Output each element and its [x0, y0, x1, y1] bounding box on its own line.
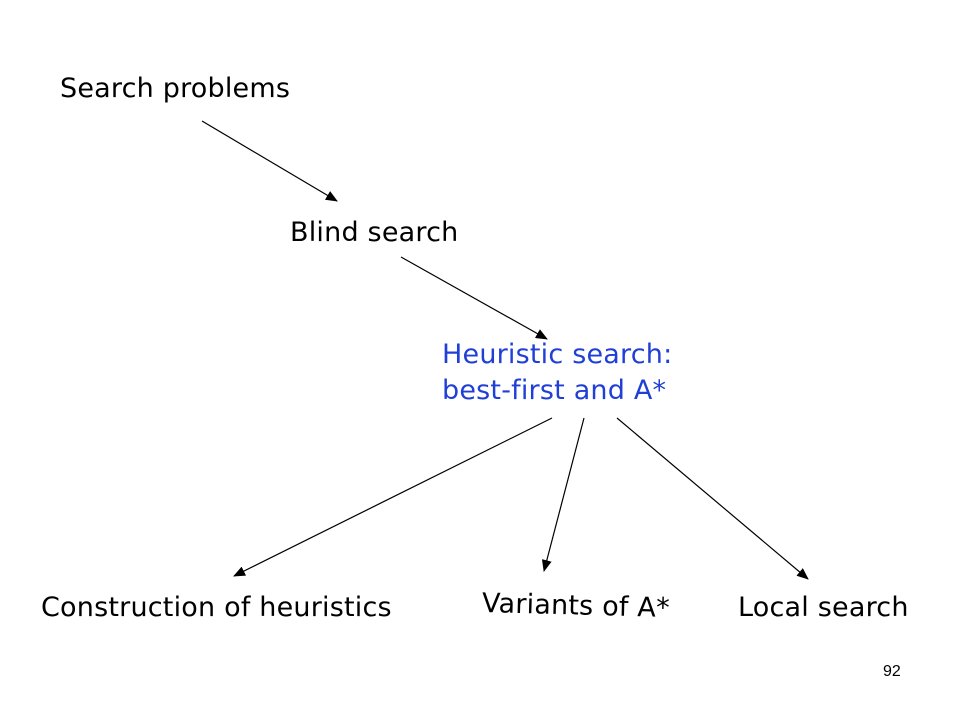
node-blind-search: Blind search: [290, 217, 459, 248]
node-heuristic-search-line-1: Heuristic search:: [442, 339, 673, 370]
edge-heuristic-search-to-construction: [233, 417, 553, 577]
edge-search-problems-to-blind-search: [201, 120, 338, 202]
node-heuristic-search: Heuristic search: best-first and A*: [442, 337, 672, 409]
node-search-problems: Search problems: [60, 73, 291, 104]
edge-heuristic-search-to-local-search: [616, 417, 809, 580]
edge-blind-search-to-heuristic-search: [400, 256, 548, 340]
page-number: 92: [883, 663, 901, 680]
node-heuristic-search-line-2: best-first and A*: [442, 375, 667, 406]
node-local-search: Local search: [738, 592, 909, 623]
edge-heuristic-search-to-variants: [541, 417, 585, 572]
node-construction-of-heuristics: Construction of heuristics: [41, 592, 392, 623]
node-variants-of-a-star: Variants of A*: [481, 588, 671, 624]
